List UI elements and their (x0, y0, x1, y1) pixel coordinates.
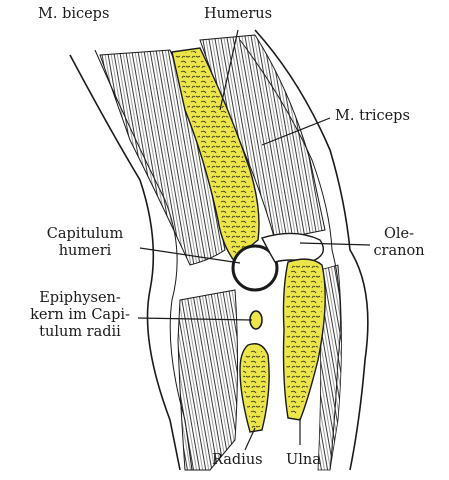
label-biceps: M. biceps (38, 6, 109, 23)
label-triceps: M. triceps (335, 108, 410, 125)
label-epiphysis: Epiphysen- kern im Capi- tulum radii (18, 290, 142, 341)
forearm-muscles (178, 290, 238, 470)
label-capitulum-humeri: Capitulum humeri (30, 226, 140, 260)
label-ulna: Ulna (286, 452, 321, 469)
label-radius: Radius (212, 452, 263, 469)
label-humerus: Humerus (204, 6, 272, 23)
label-olecranon: Ole- cranon (364, 226, 434, 260)
